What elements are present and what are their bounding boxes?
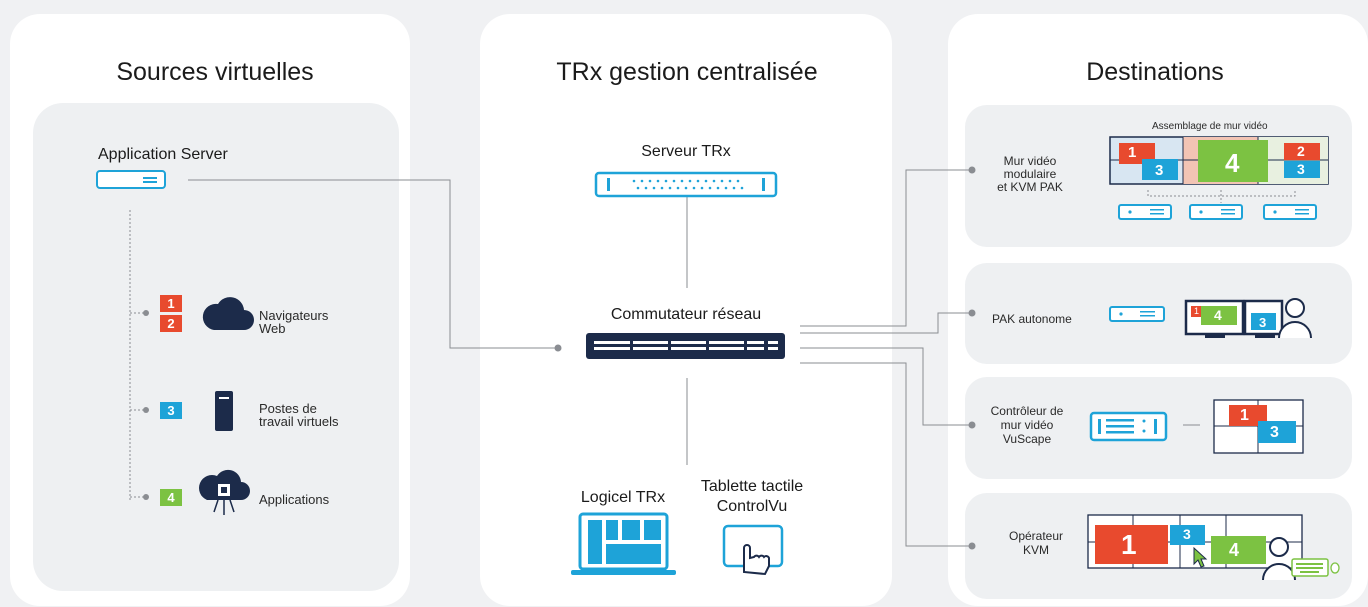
cloud-app-icon bbox=[199, 469, 250, 515]
cloud-icon bbox=[202, 297, 254, 330]
applications-label: Applications bbox=[259, 492, 330, 507]
central-panel bbox=[480, 14, 892, 606]
application-server-label: Application Server bbox=[98, 146, 228, 163]
tablet-label-line2: ControlVu bbox=[716, 498, 788, 515]
source-badge-2: 2 bbox=[160, 315, 182, 332]
source-badge-3: 3 bbox=[160, 402, 182, 419]
controller-label-line2: mur vidéo bbox=[1000, 418, 1054, 432]
pak-label: PAK autonome bbox=[992, 312, 1072, 326]
wall-tile-1: 1 bbox=[1128, 144, 1137, 161]
pak-tile-4: 4 bbox=[1214, 307, 1222, 323]
wall-tile-4: 4 bbox=[1225, 148, 1240, 178]
pak-icon bbox=[1109, 298, 1312, 339]
controller-tile-3: 3 bbox=[1270, 424, 1279, 441]
web-browsers-label-line1: Navigateurs bbox=[259, 308, 329, 323]
application-server-icon bbox=[96, 170, 166, 189]
destinations-title: Destinations bbox=[1086, 58, 1224, 86]
trx-software-label: Logicel TRx bbox=[580, 489, 666, 506]
wall-label-line2: modulaire bbox=[1003, 167, 1057, 181]
trx-server-label: Serveur TRx bbox=[641, 143, 731, 160]
pak-tile-1: 1 bbox=[1194, 306, 1200, 316]
source-badge-4: 4 bbox=[160, 489, 182, 506]
sources-title: Sources virtuelles bbox=[116, 58, 314, 86]
pak-tile-3: 3 bbox=[1259, 315, 1267, 330]
connector-wall bbox=[800, 169, 972, 327]
wall-tile-2: 2 bbox=[1297, 143, 1305, 159]
workstation-tower-icon bbox=[215, 391, 233, 431]
touch-tablet-icon bbox=[722, 524, 784, 576]
connector-operator bbox=[800, 362, 972, 547]
operator-tile-4: 4 bbox=[1229, 540, 1240, 560]
web-browsers-label-line2: Web bbox=[259, 321, 286, 336]
operator-label-line2: KVM bbox=[1022, 543, 1050, 557]
trx-server-icon bbox=[594, 171, 778, 198]
wall-caption: Assemblage de mur vidéo bbox=[1152, 121, 1268, 132]
network-switch-label: Commutateur réseau bbox=[610, 306, 762, 323]
operator-label-line1: Opérateur bbox=[1008, 529, 1064, 543]
connector-appserver-switch bbox=[188, 179, 558, 349]
video-wall-icon bbox=[1109, 136, 1329, 220]
tablet-label-line1: Tablette tactile bbox=[700, 478, 804, 495]
wall-label-line3: et KVM PAK bbox=[997, 180, 1063, 194]
connector-controller bbox=[800, 347, 972, 426]
wall-tile-3: 3 bbox=[1155, 162, 1164, 179]
controller-tile-1: 1 bbox=[1240, 407, 1249, 424]
wall-tile-3b: 3 bbox=[1297, 161, 1305, 177]
network-switch-icon bbox=[586, 333, 785, 359]
virtual-workstations-label-line1: Postes de bbox=[259, 401, 317, 416]
kvm-operator-icon bbox=[1087, 514, 1340, 581]
operator-tile-3: 3 bbox=[1183, 526, 1191, 542]
virtual-workstations-label-line2: travail virtuels bbox=[259, 414, 339, 429]
source-badge-1: 1 bbox=[160, 295, 182, 312]
controller-label-line3: VuScape bbox=[1002, 432, 1052, 446]
operator-tile-1: 1 bbox=[1121, 529, 1137, 560]
laptop-icon bbox=[571, 512, 676, 575]
central-title: TRx gestion centralisée bbox=[556, 58, 818, 86]
vuscape-controller-icon bbox=[1089, 399, 1304, 454]
controller-label-line1: Contrôleur de bbox=[990, 404, 1064, 418]
sources-inner-box bbox=[33, 103, 399, 591]
connector-pak bbox=[800, 312, 972, 334]
wall-label-line1: Mur vidéo bbox=[1003, 154, 1057, 168]
